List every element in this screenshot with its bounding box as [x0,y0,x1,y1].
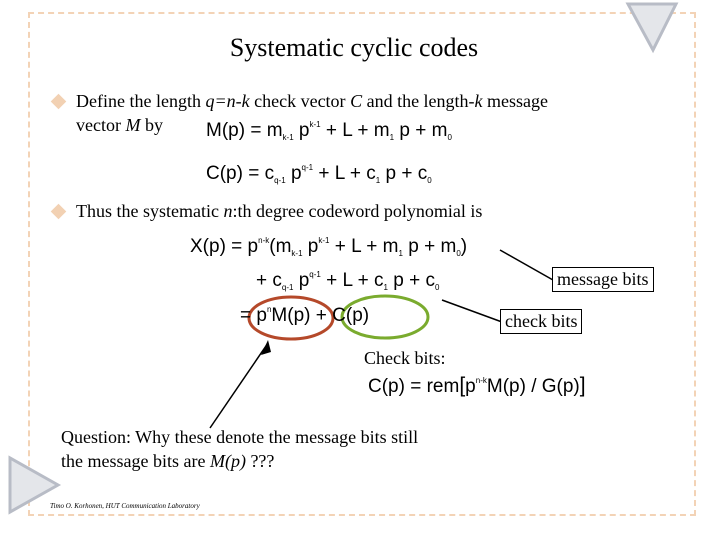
equation-message-poly: M(p) = mk-1 pk-1 + L + m1 p + m0 [206,120,452,142]
message-bits-label: message bits [552,267,654,292]
eq3-lhs: X(p) = p [190,236,259,257]
question-line-2b: ??? [245,451,275,471]
eq1-sub3: 0 [447,133,452,142]
eq2-tail: p + c [385,163,428,184]
equation-codeword-line2: + cq-1 pq-1 + L + c1 p + c0 [256,270,440,292]
footer-credit: Timo O. Korhonen, HUT Communication Labo… [50,502,200,510]
eq1-lhs: M(p) = m [206,120,283,141]
eq3-tail: p + m [408,236,457,257]
bullet-1-k: k [474,91,483,111]
slide-frame [28,12,696,516]
bullet-1-text: Define the length q=n-k check vector C a… [76,89,636,137]
eq2-sub2: 1 [375,176,381,185]
eq1-mid: + L + m [320,120,390,141]
question-text: Question: Why these denote the message b… [61,425,521,473]
eq5-plus: + [315,305,327,326]
eq2-sub3: 0 [427,176,432,185]
check-bits-pointer [441,299,503,323]
equation-check-poly: C(p) = cq-1 pq-1 + L + c1 p + c0 [206,163,432,185]
eq5-mp: M(p) [271,305,311,326]
question-arrow [209,342,269,429]
eq3-sub2: 1 [398,249,403,258]
arrow-head [261,340,271,355]
eq6-p: p [465,376,476,397]
eq3-open: (m [269,236,292,257]
check-part-circle [340,294,430,340]
eq2-sub1: q-1 [274,176,286,185]
eq4-sub1: q-1 [281,283,294,292]
eq1-sub1: k-1 [282,133,294,142]
message-part-circle [247,295,335,341]
eq3-close: ) [460,236,468,257]
eq4-tail: p + c [393,270,435,291]
bullet-2-text: Thus the systematic n:th degree codeword… [76,199,636,223]
eq5-equals: = [240,305,252,326]
bullet-2-text-a: Thus the systematic [76,201,224,221]
eq1-tail: p + m [399,120,448,141]
bullet-1-m: M [125,115,141,135]
eq4-sub2: 1 [383,283,388,292]
eq3-exp0: n-k [258,236,270,245]
message-bits-pointer [499,249,554,281]
eq2-lhs: C(p) = c [206,163,275,184]
eq1-sub2: 1 [389,133,395,142]
eq2-exp1: q-1 [301,163,314,172]
bullet-1-c: C [350,91,363,111]
bullet-1-text-f: by [140,115,163,135]
corner-triangle-top-right [625,2,679,54]
bullet-1-text-a: Define the length [76,91,206,111]
eq2-mid: + L + c [313,163,376,184]
eq3-sub3: 0 [456,249,461,258]
eq6-lhs: C(p) = rem [368,376,460,397]
bullet-1-text-c: and the length- [362,91,475,111]
eq6-body: M(p) / G(p) [486,376,580,397]
eq6-exp: n-k [475,376,487,385]
bullet-2-text-b: :th degree codeword polynomial is [232,201,483,221]
eq5-p: p [256,305,267,326]
slide-title: Systematic cyclic codes [229,33,479,62]
check-bits-label: check bits [500,309,583,334]
eq4-mid: + L + c [320,270,384,291]
equation-codeword-line1: X(p) = pn-k(mk-1 pk-1 + L + m1 p + m0) [190,236,468,258]
eq1-exp1: k-1 [309,120,321,129]
eq3-exp1: k-1 [318,236,330,245]
bullet-1-q: q=n-k [205,91,250,111]
eq3-mid: + L + m [329,236,399,257]
question-line-2a: the message bits are [61,451,210,471]
eq4-sub3: 0 [435,283,440,292]
eq4-lhs: + c [256,270,282,291]
bullet-2-n: n [223,201,233,221]
bullet-1-text-b: check vector [249,91,351,111]
question-mp: M(p) [209,451,246,471]
eq4-exp1: q-1 [309,270,321,279]
corner-triangle-bottom-left [8,455,62,515]
check-bits-heading: Check bits: [364,348,446,368]
eq5-exp: n [266,305,272,314]
bullet-1-text-e: vector [76,115,126,135]
question-line-1: Question: Why these denote the message b… [61,427,419,447]
equation-codeword-line3: = pnM(p) + C(p) [240,305,369,327]
eq3-sub1: k-1 [291,249,303,258]
bullet-1-text-d: message [482,91,549,111]
equation-check-remainder: C(p) = rem[pn-kM(p) / G(p)] [368,374,586,397]
eq5-cp: C(p) [332,305,370,326]
